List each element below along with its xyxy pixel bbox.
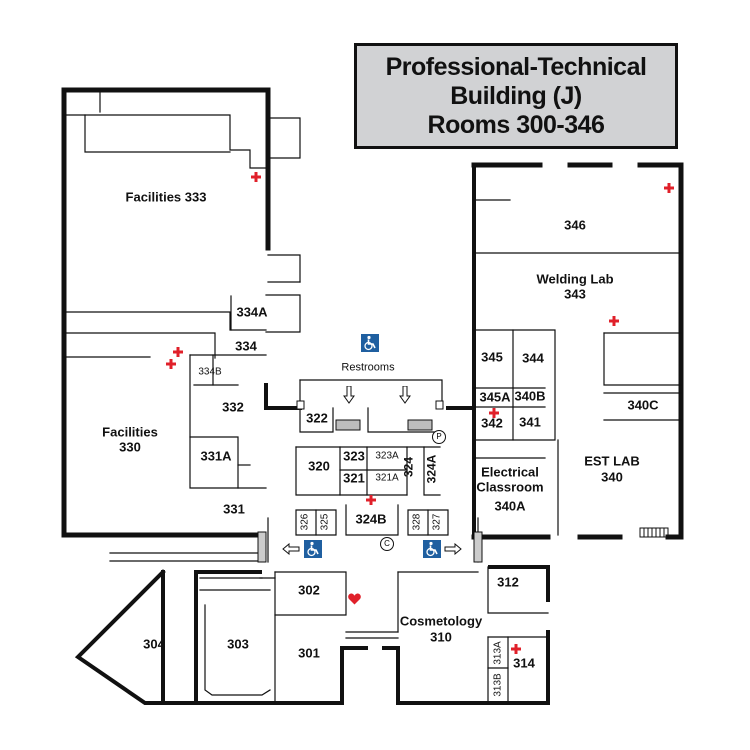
room-343[interactable]: 343 [564,286,586,302]
room-321a[interactable]: 321A [375,472,399,484]
room-344[interactable]: 344 [522,350,544,366]
arrow-down-icon [343,386,355,404]
room-334[interactable]: 334 [235,338,257,354]
room-304[interactable]: 304 [143,636,165,652]
room-345[interactable]: 345 [481,349,503,365]
room-312[interactable]: 312 [497,574,519,590]
arrow-down-icon [399,386,411,404]
room-332[interactable]: 332 [222,399,244,415]
room-313b[interactable]: 313B [492,673,504,697]
first-aid-icon [609,316,619,326]
first-aid-icon [366,495,376,505]
room-310[interactable]: 310 [430,629,452,645]
title-line-1: Professional-Technical [385,52,647,81]
room-301[interactable]: 301 [298,645,320,661]
wheelchair-icon [361,334,379,352]
title-line-3: Rooms 300-346 [427,110,605,139]
room-324b[interactable]: 324B [355,511,387,527]
room-341[interactable]: 341 [519,414,541,430]
room-314[interactable]: 314 [513,655,535,671]
welding-lab-label[interactable]: Welding Lab [536,271,614,287]
c-marker: C [380,537,394,551]
first-aid-icon [489,408,499,418]
parking-marker: P [432,430,446,444]
arrow-left-icon [282,543,300,555]
room-340c[interactable]: 340C [627,397,659,413]
first-aid-icon [664,183,674,193]
room-325[interactable]: 325 [319,513,331,531]
room-334a[interactable]: 334A [236,304,268,320]
est-lab-label[interactable]: EST LAB [584,453,640,469]
heart-icon [348,593,361,605]
first-aid-icon [173,347,183,357]
room-321[interactable]: 321 [343,470,365,486]
room-346[interactable]: 346 [564,217,586,233]
room-331a[interactable]: 331A [200,448,232,464]
wheelchair-icon [304,540,322,558]
room-340a[interactable]: 340A [494,498,526,514]
room-303[interactable]: 303 [227,636,249,652]
restrooms-label[interactable]: Restrooms [341,361,395,374]
room-345a[interactable]: 345A [479,389,511,405]
room-323[interactable]: 323 [343,448,365,464]
facilities-333-label[interactable]: Facilities 333 [125,189,207,205]
room-323a[interactable]: 323A [375,450,399,462]
room-327[interactable]: 327 [431,513,443,531]
first-aid-icon [251,172,261,182]
wheelchair-icon [423,540,441,558]
cosmetology-label[interactable]: Cosmetology [399,613,483,629]
room-313a[interactable]: 313A [492,641,504,665]
room-326[interactable]: 326 [299,513,311,531]
classroom-label[interactable]: Classroom [476,479,544,495]
room-320[interactable]: 320 [308,458,330,474]
facilities-label[interactable]: Facilities [102,424,158,440]
room-342[interactable]: 342 [481,415,503,431]
room-331[interactable]: 331 [223,501,245,517]
room-334b[interactable]: 334B [198,366,222,378]
first-aid-icon [511,644,521,654]
room-302[interactable]: 302 [298,582,320,598]
room-324[interactable]: 324 [401,456,416,478]
room-324a[interactable]: 324A [424,454,439,484]
title-line-2: Building (J) [450,81,582,110]
room-340[interactable]: 340 [601,469,623,485]
room-322[interactable]: 322 [306,410,328,426]
map-title: Professional-Technical Building (J) Room… [354,43,678,149]
room-330[interactable]: 330 [119,439,141,455]
room-328[interactable]: 328 [411,513,423,531]
room-340b[interactable]: 340B [514,388,546,404]
arrow-right-icon [444,543,462,555]
first-aid-icon [166,359,176,369]
electrical-label[interactable]: Electrical [481,464,539,480]
